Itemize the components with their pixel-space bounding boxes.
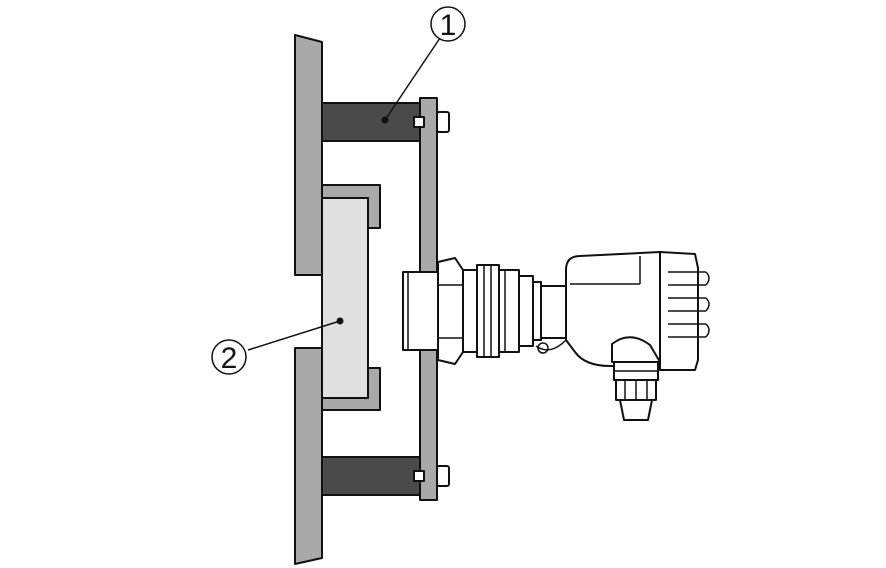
callout-1: 1 bbox=[381, 6, 466, 124]
callout-1-label: 1 bbox=[440, 9, 457, 42]
callout-2-label: 2 bbox=[221, 342, 238, 375]
bolt-bottom bbox=[413, 465, 450, 487]
callout-2: 2 bbox=[211, 317, 344, 375]
spacer-bottom bbox=[321, 456, 421, 496]
window-pane bbox=[321, 197, 369, 399]
spacer-top bbox=[321, 102, 421, 142]
sensor-device bbox=[402, 251, 710, 421]
vessel-wall bbox=[294, 34, 381, 565]
bolt-top bbox=[413, 111, 450, 133]
